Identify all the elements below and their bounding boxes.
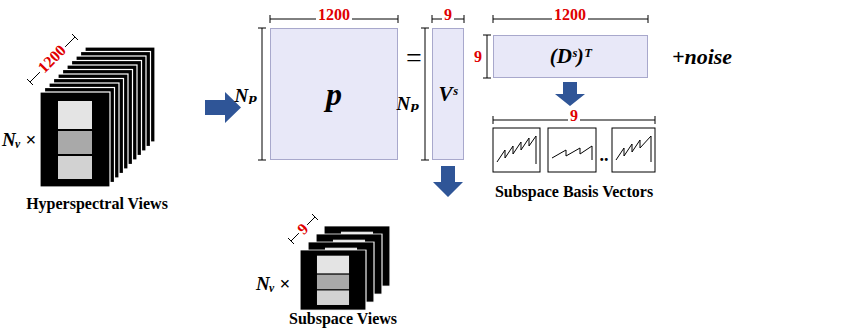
dimension-label: 9 — [472, 48, 484, 66]
hyperspectral-stack — [40, 47, 155, 187]
dimension-lines — [27, 15, 655, 244]
matrix-symbol: (Dˢ)ᵀ — [550, 44, 592, 69]
matrix-box: (Dˢ)ᵀ — [493, 35, 648, 78]
dimension-label: Nₚ — [234, 86, 257, 107]
caption: Subspace Views — [289, 310, 397, 328]
dimension-label: 9 — [568, 107, 580, 125]
equals-sign: = — [406, 43, 422, 74]
noise-term: +noise — [672, 45, 732, 69]
matrix-symbol: p — [326, 76, 342, 113]
dimension-label: Nₚ — [396, 94, 419, 115]
subspace-stack — [300, 226, 390, 310]
caption: Subspace Basis Vectors — [495, 183, 653, 201]
matrix-box: Vˢ — [432, 28, 464, 160]
matrix-symbol: Vˢ — [439, 82, 458, 107]
dimension-label: 1200 — [316, 6, 352, 24]
dimension-label: 9 — [442, 6, 454, 24]
dimension-label: 1200 — [552, 6, 588, 24]
caption: Hyperspectral Views — [26, 195, 168, 213]
count-label: Nᵥ × — [2, 130, 36, 151]
count-label: Nᵥ × — [256, 274, 290, 295]
ellipsis: .. — [600, 146, 609, 166]
basis-vector-plots — [493, 128, 655, 172]
matrix-box: p — [270, 28, 398, 160]
